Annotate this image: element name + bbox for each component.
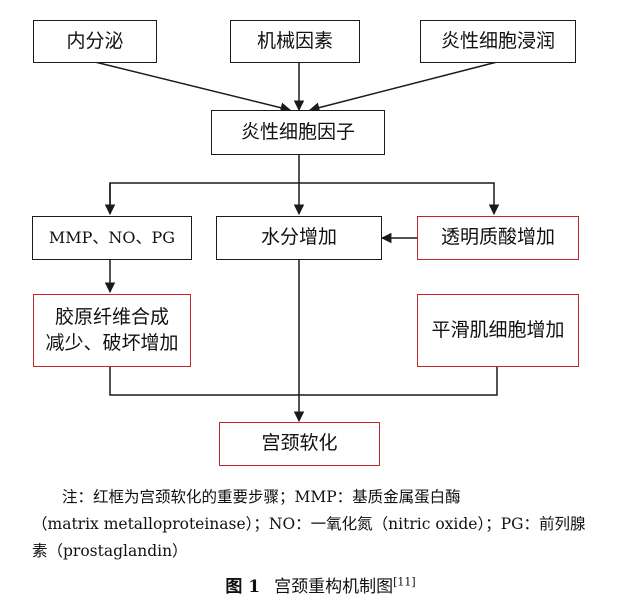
- collagen-line2: 减少、破坏增加: [45, 331, 179, 354]
- figure-note: 注：红框为宫颈软化的重要步骤；MMP：基质金属蛋白酶 （matrix metal…: [32, 484, 610, 565]
- mmp-no-pg-box: MMP、NO、PG: [32, 216, 192, 260]
- note-line1: 注：红框为宫颈软化的重要步骤；MMP：基质金属蛋白酶: [62, 488, 461, 506]
- inflammatory-factors-box: 炎性细胞因子: [211, 110, 385, 155]
- figure-number: 图 1: [225, 577, 261, 597]
- connector-smoothmuscle-merge: [299, 367, 498, 396]
- figure-caption: 图 1 宫颈重构机制图[11]: [0, 572, 641, 597]
- water-increase-box: 水分增加: [216, 216, 382, 260]
- arrow-infiltration-to-factors: [308, 61, 498, 113]
- endocrine-box: 内分泌: [33, 20, 157, 63]
- smooth-muscle-box: 平滑肌细胞增加: [417, 294, 579, 367]
- connector-branch-horizontal: [109, 182, 500, 216]
- arrow-endocrine-to-factors: [94, 61, 292, 113]
- mechanical-factors-box: 机械因素: [230, 20, 360, 63]
- figure-citation: [11]: [393, 575, 416, 589]
- inflammatory-infiltration-box: 炎性细胞浸润: [420, 20, 576, 63]
- cervical-softening-box: 宫颈软化: [219, 422, 380, 466]
- connector-collagen-merge: [109, 367, 299, 396]
- note-line3: 素（prostaglandin）: [32, 542, 188, 560]
- figure-title: 宫颈重构机制图: [274, 577, 394, 597]
- collagen-line1: 胶原纤维合成: [54, 305, 169, 328]
- note-line2: （matrix metalloproteinase）；NO：一氧化氮（nitri…: [32, 515, 586, 533]
- hyaluronic-acid-increase-box: 透明质酸增加: [417, 216, 579, 260]
- collagen-box: 胶原纤维合成 减少、破坏增加: [33, 294, 191, 367]
